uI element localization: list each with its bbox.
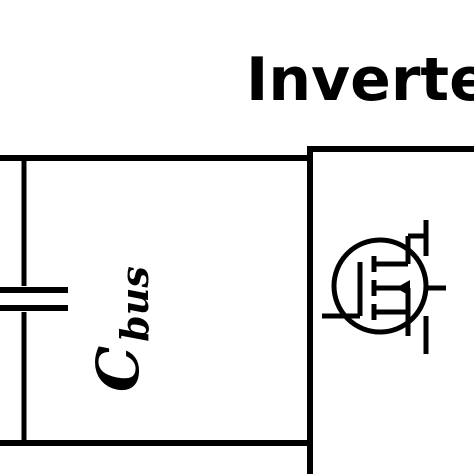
capacitor-symbol	[0, 158, 68, 443]
inverter-title: Inverte	[246, 45, 474, 115]
mosfet-arrow-icon	[396, 280, 410, 296]
inverter-block	[307, 146, 474, 474]
capacitor-symbol-letter: C	[84, 346, 152, 392]
dc-bus-wires	[0, 155, 310, 446]
capacitor-subscript: bus	[112, 266, 157, 342]
capacitor-label: C bus	[84, 266, 157, 392]
mosfet-symbol	[322, 220, 446, 354]
